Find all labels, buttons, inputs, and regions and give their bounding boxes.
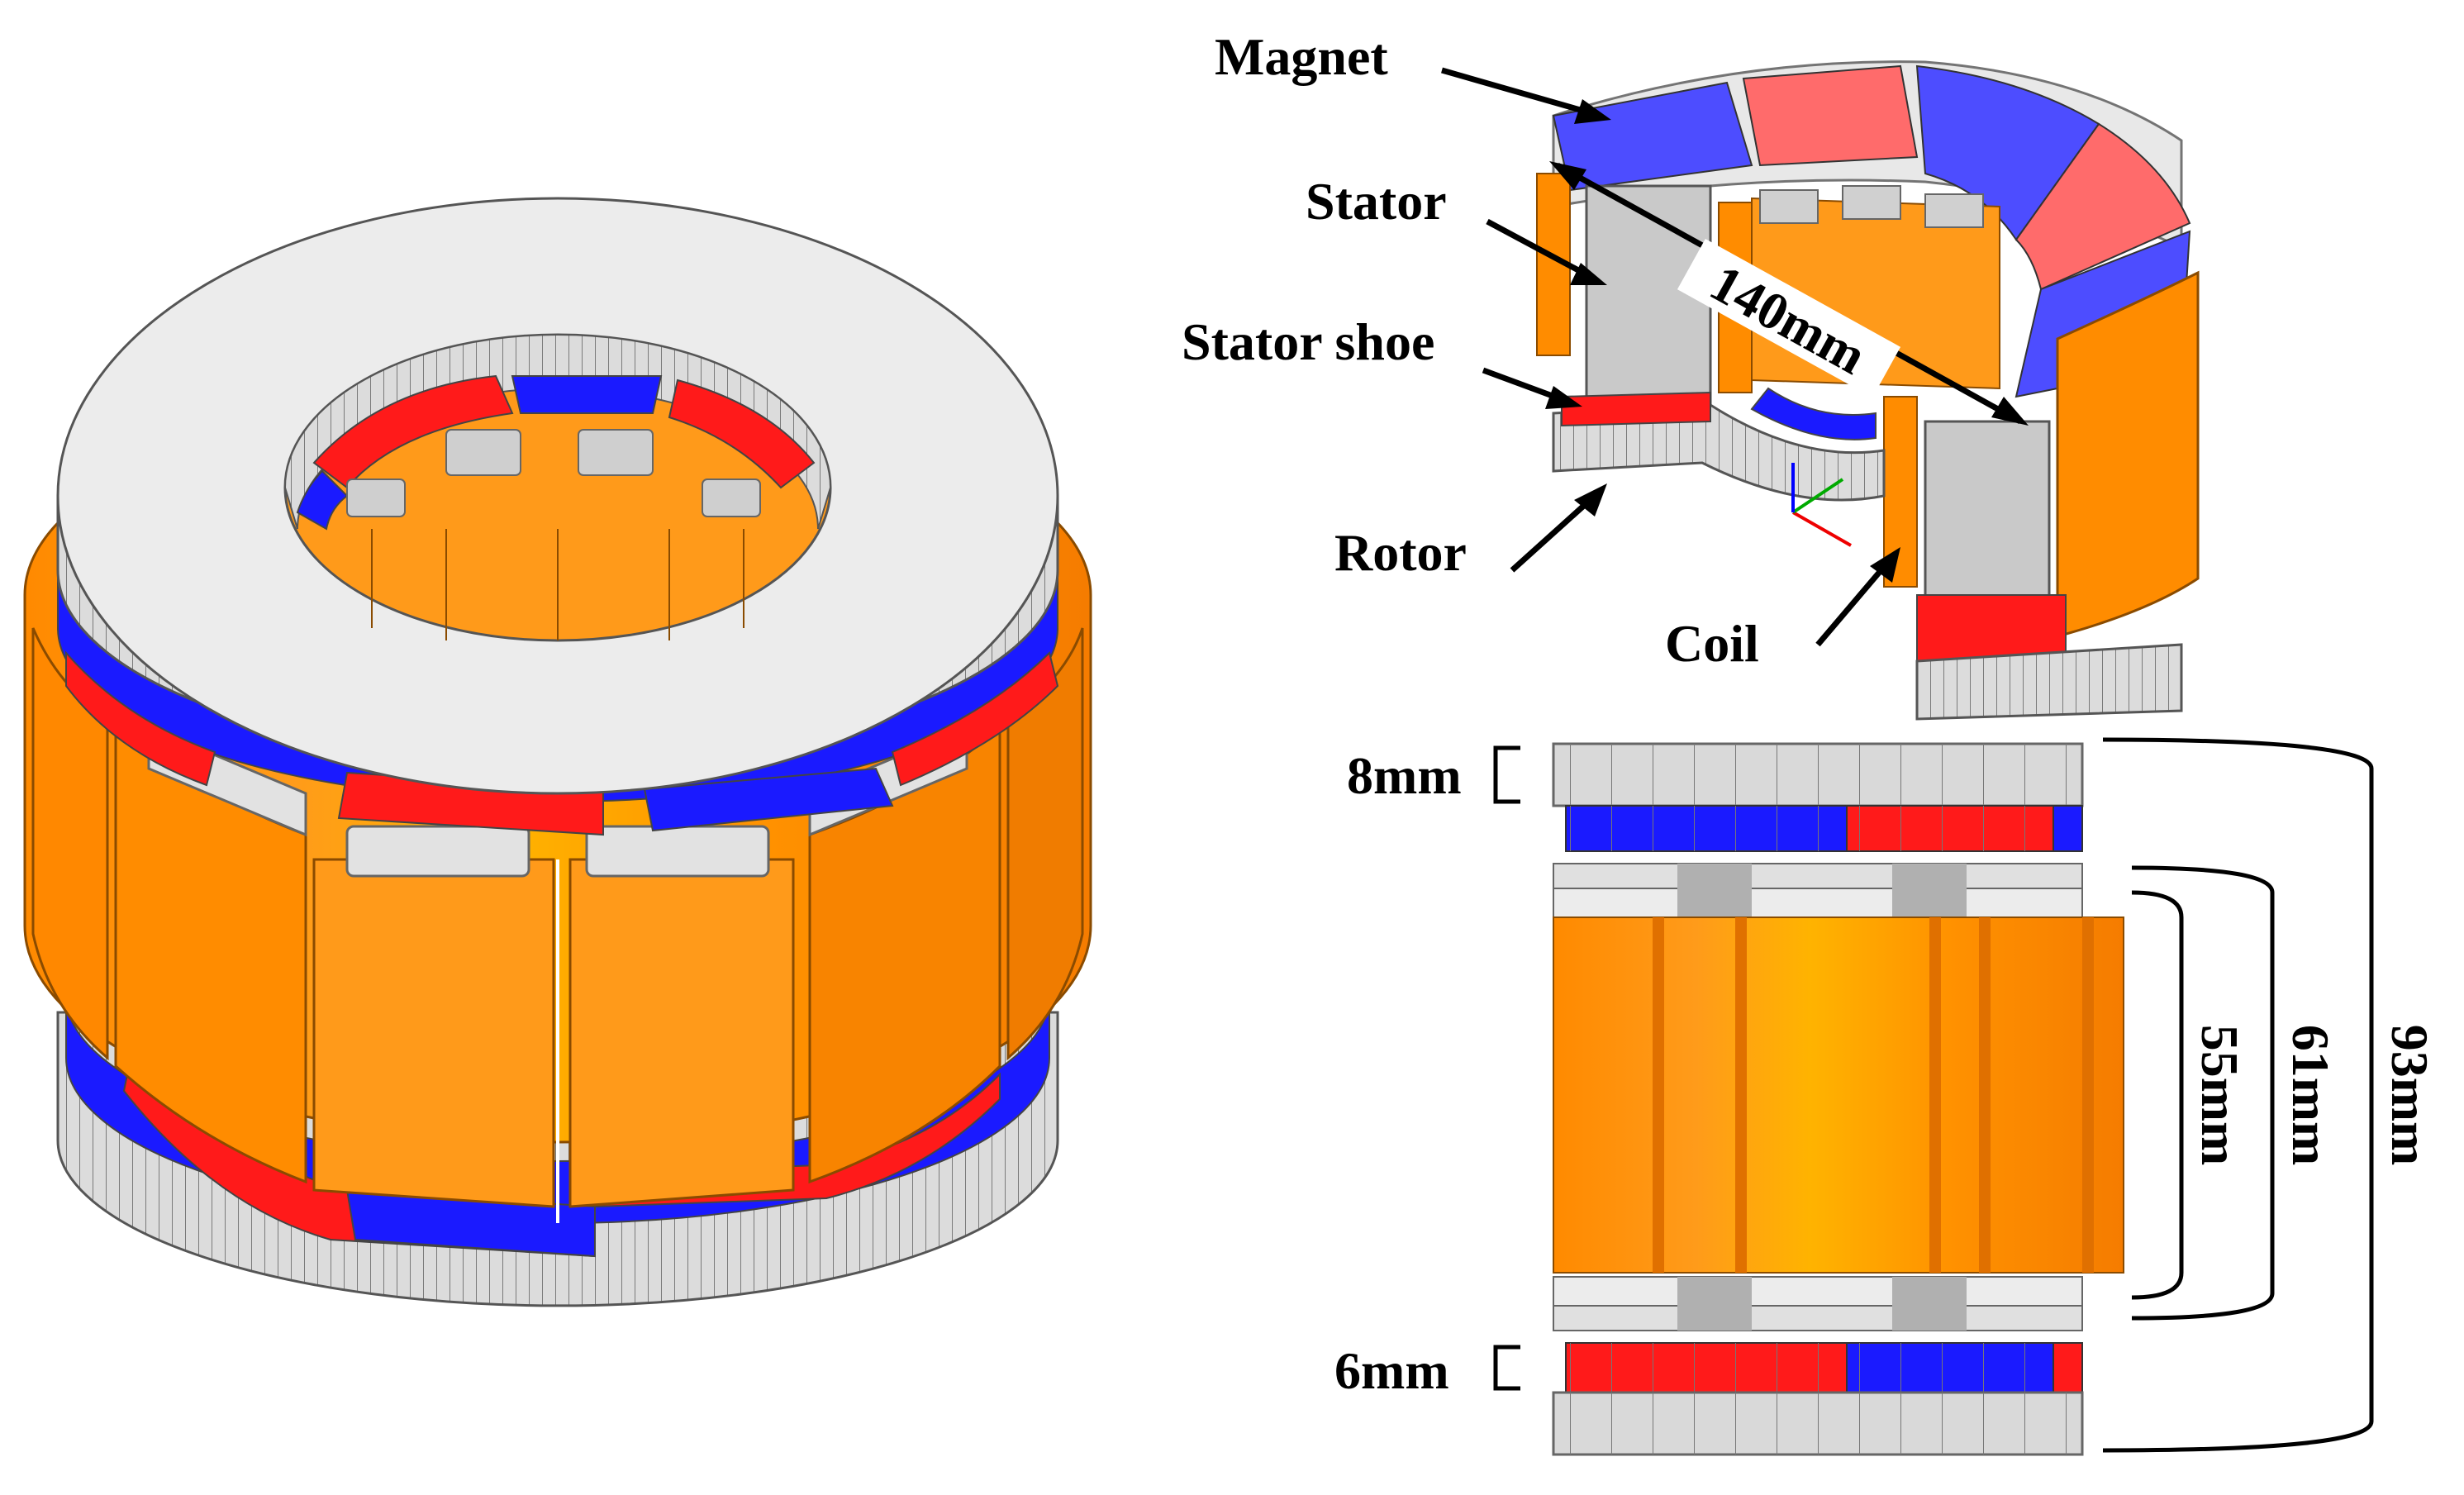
- stator-shoe-label: Stator shoe: [1182, 312, 1434, 371]
- bracket-8mm: [1493, 745, 1520, 804]
- bracket-55mm: [2131, 890, 2184, 1300]
- bracket-93mm: [2102, 737, 2374, 1453]
- top-magnet-red-2: [2014, 122, 2191, 291]
- bracket-61mm: [2131, 865, 2275, 1321]
- bottom-rotor-segment: [1552, 403, 1886, 502]
- top-magnet-red-1: [1742, 64, 1919, 167]
- stator-block-left: [1585, 184, 1712, 411]
- side-view: 8mm 6mm 55mm 61mm 93mm: [1334, 737, 2439, 1456]
- rotor-label: Rotor: [1334, 523, 1467, 582]
- coil-label: Coil: [1665, 614, 1759, 673]
- dim-6mm-label: 6mm: [1334, 1341, 1449, 1400]
- magnet-label: Magnet: [1215, 27, 1388, 86]
- bracket-6mm: [1493, 1345, 1520, 1391]
- full-motor-view: [23, 197, 1092, 1307]
- stator-label: Stator: [1306, 172, 1447, 231]
- dim-8mm-label: 8mm: [1347, 746, 1462, 805]
- dim-55mm-label: 55mm: [2190, 1025, 2249, 1166]
- cutaway-view: 140mm Magnet Stator Stator shoe Rotor Co…: [1182, 27, 2200, 721]
- dim-61mm-label: 61mm: [2281, 1025, 2340, 1166]
- coil-panels: [31, 627, 1084, 1208]
- side-coil: [1553, 917, 2124, 1274]
- dim-93mm-label: 93mm: [2381, 1025, 2439, 1166]
